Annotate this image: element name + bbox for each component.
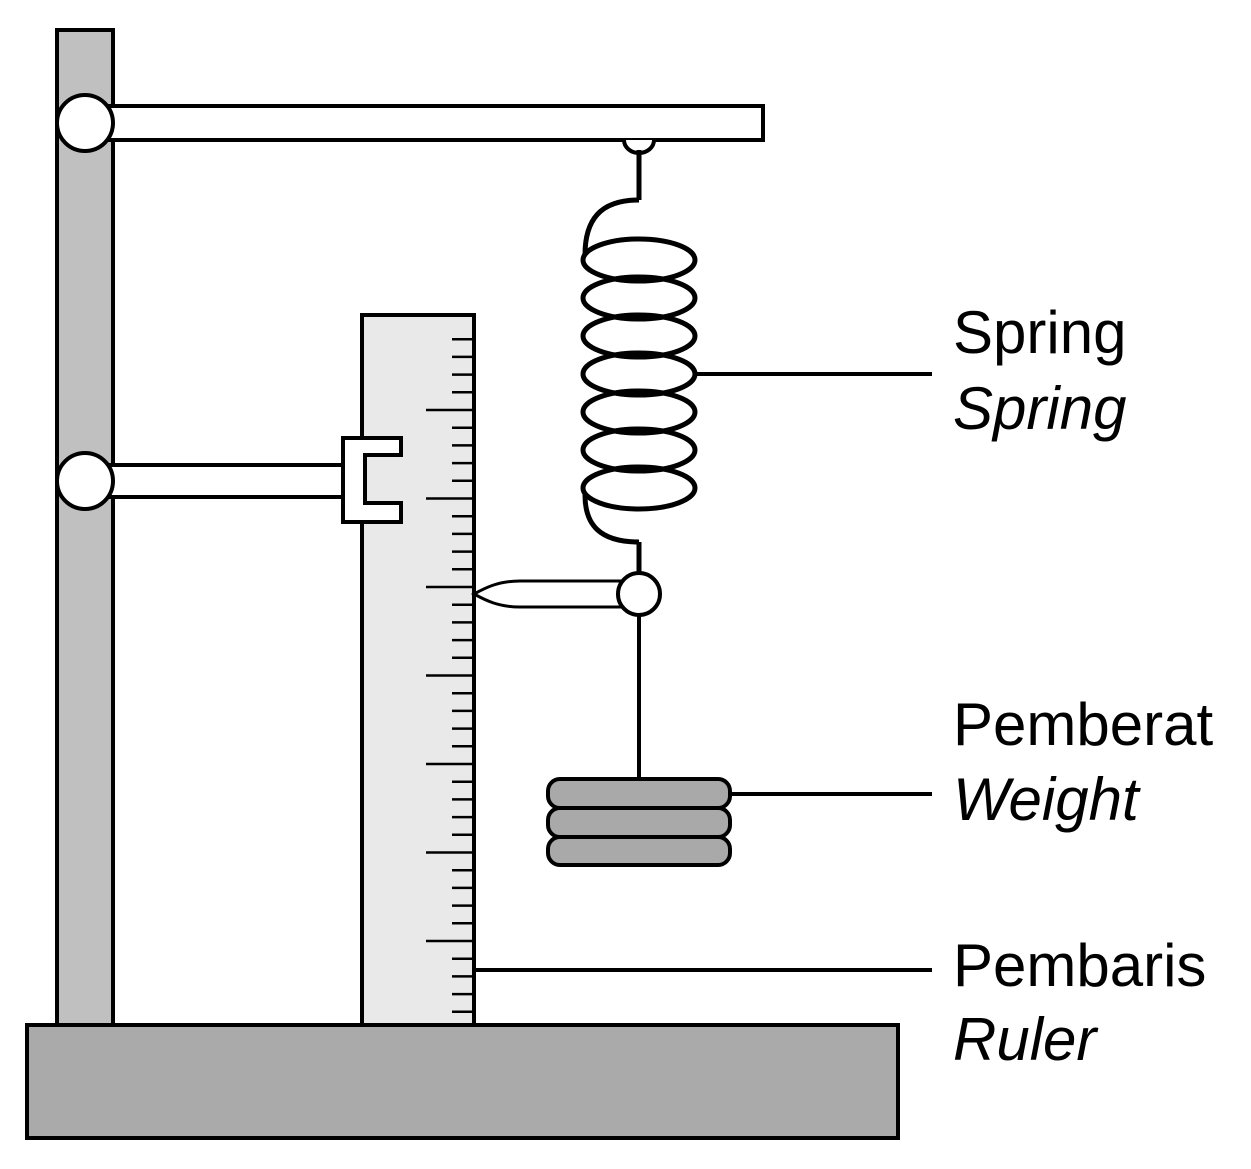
ruler-label-english: Ruler (953, 1006, 1098, 1073)
pointer (470, 579, 630, 609)
top-clamp-boss (55, 93, 115, 153)
top-arm (83, 104, 765, 142)
ruler (360, 313, 476, 1027)
weight-label-english: Weight (953, 766, 1141, 833)
spring-label-english: Spring (953, 375, 1126, 442)
weight-disc (546, 777, 732, 810)
stand-base (25, 1023, 900, 1140)
ruler-ticks (426, 337, 474, 1014)
spring (580, 150, 698, 573)
ruler-label: Pembaris (953, 932, 1206, 999)
spring-label: Spring (953, 299, 1126, 366)
middle-arm (83, 463, 347, 499)
weights (546, 777, 732, 867)
ruler-clamp (341, 436, 403, 524)
stand-rod (55, 28, 115, 1027)
pointer-ring (616, 571, 662, 617)
weight-disc (546, 835, 732, 867)
middle-clamp-boss (55, 451, 115, 511)
weight-disc (546, 806, 732, 839)
weight-label: Pemberat (953, 691, 1213, 758)
